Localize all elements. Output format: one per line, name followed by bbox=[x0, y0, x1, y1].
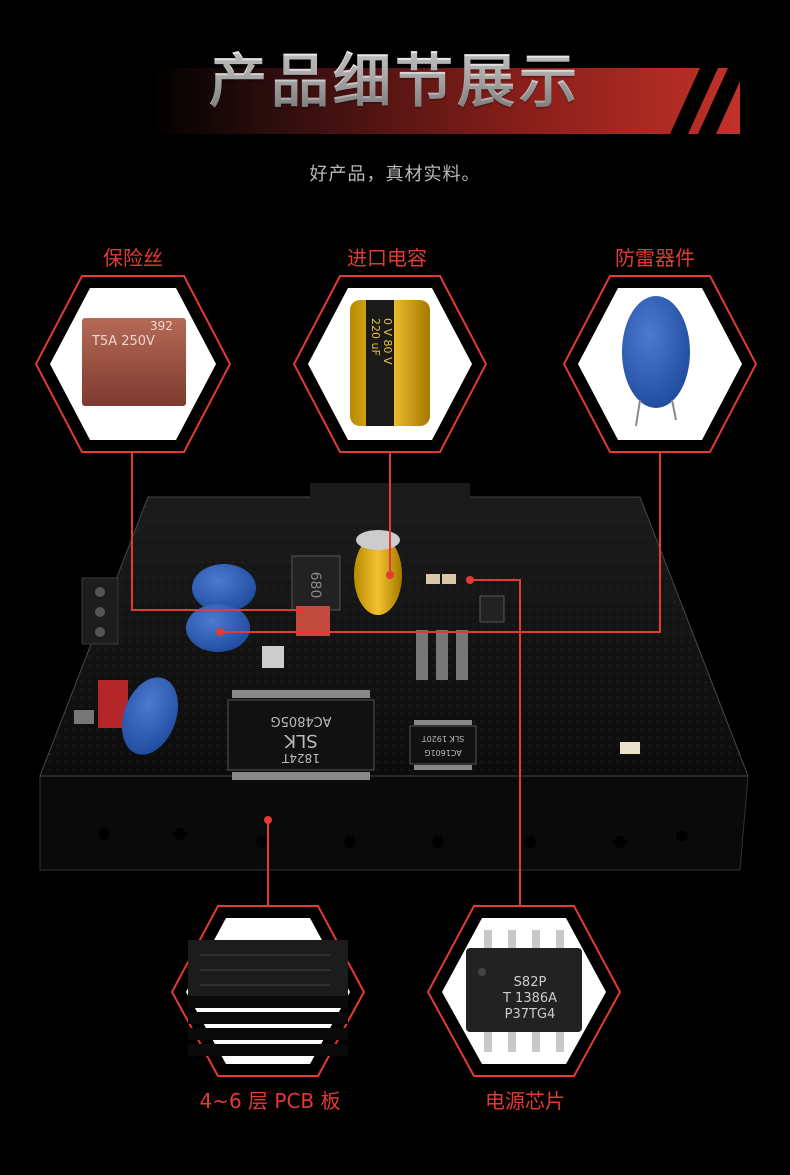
pcb-board: SLK AC4805G 1824T SLK 1920T AC1601G 680 bbox=[39, 483, 749, 871]
power-chip-icon: S82P T 1386A P37TG4 bbox=[466, 930, 582, 1052]
main-chip-text-2: AC4805G bbox=[271, 713, 332, 728]
callout-label-fuse: 保险丝 bbox=[103, 246, 163, 270]
svg-text:0 V 80 V: 0 V 80 V bbox=[381, 318, 394, 365]
callout-varistor bbox=[562, 275, 758, 453]
page-subtitle: 好产品，真材实料。 bbox=[309, 164, 481, 185]
svg-text:T 1386A: T 1386A bbox=[502, 991, 557, 1006]
page-title: 产品细节展示 bbox=[0, 34, 790, 118]
small-chip-text-1: SLK 1920T bbox=[422, 734, 465, 743]
banner-stripes bbox=[670, 68, 746, 134]
small-chip-text-2: AC1601G bbox=[424, 748, 461, 757]
callout-label-varistor: 防雷器件 bbox=[615, 246, 695, 270]
callout-label-power-chip: 电源芯片 bbox=[485, 1089, 565, 1113]
callout-pcb bbox=[170, 905, 366, 1077]
title-banner bbox=[150, 68, 740, 134]
main-chip-text-3: 1824T bbox=[281, 751, 320, 765]
callout-power-chip: S82P T 1386A P37TG4 bbox=[426, 905, 622, 1077]
main-chip-text-1: SLK bbox=[283, 730, 317, 751]
inductor-text: 680 bbox=[307, 572, 323, 599]
fuse-icon: T5A 250V 392 bbox=[82, 318, 186, 406]
svg-text:S82P: S82P bbox=[514, 975, 547, 990]
callout-fuse: T5A 250V 392 bbox=[34, 275, 232, 453]
pcb-layers-icon bbox=[188, 940, 348, 1056]
varistor-icon bbox=[622, 296, 690, 427]
callout-capacitor: 0 V 80 V 220 uF bbox=[292, 275, 488, 453]
svg-text:392: 392 bbox=[150, 319, 173, 333]
callout-label-pcb: 4~6 层 PCB 板 bbox=[199, 1089, 341, 1113]
svg-text:220 uF: 220 uF bbox=[369, 318, 382, 356]
capacitor-icon: 0 V 80 V 220 uF bbox=[350, 300, 430, 426]
callout-label-capacitor: 进口电容 bbox=[347, 246, 427, 270]
svg-text:T5A 250V: T5A 250V bbox=[91, 334, 155, 349]
svg-text:P37TG4: P37TG4 bbox=[505, 1007, 556, 1022]
